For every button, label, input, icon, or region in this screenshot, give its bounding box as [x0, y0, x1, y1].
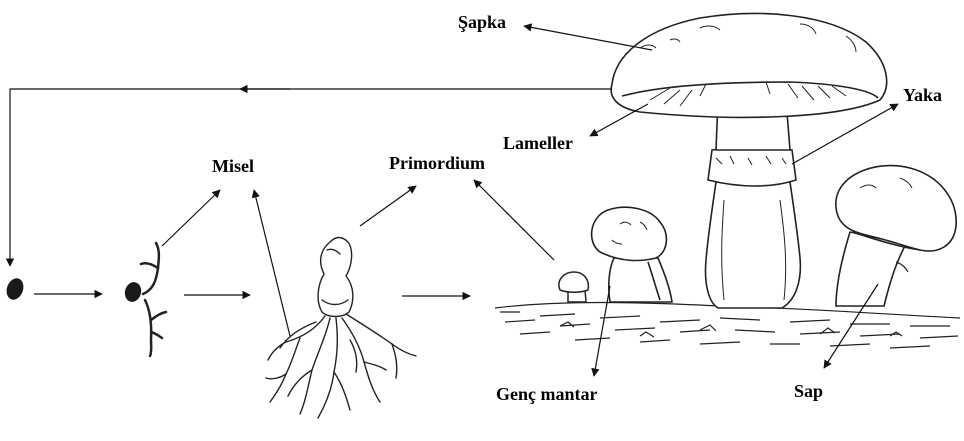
pointer-gills — [590, 104, 648, 136]
label-stem: Sap — [794, 382, 823, 400]
pointer-mycelium-a — [162, 190, 220, 246]
spore — [4, 276, 27, 302]
germinating-spore — [123, 243, 166, 356]
pointer-primordium-a — [360, 186, 416, 226]
young-mushroom-medium — [592, 207, 672, 302]
label-ring: Yaka — [903, 86, 942, 104]
label-gills: Lameller — [503, 134, 573, 152]
arrow-spore-release-line — [10, 89, 612, 266]
label-mycelium: Misel — [212, 157, 254, 175]
ground — [495, 303, 960, 349]
pointer-primordium-b — [474, 180, 554, 260]
pointer-young — [594, 286, 610, 376]
label-cap: Şapka — [458, 13, 506, 31]
pointer-cap — [524, 26, 652, 50]
label-young-mushroom: Genç mantar — [496, 385, 597, 403]
side-mushroom — [836, 166, 956, 306]
pointer-mycelium-b — [254, 190, 290, 336]
young-mushroom-small — [559, 272, 588, 302]
label-primordium: Primordium — [389, 154, 485, 172]
